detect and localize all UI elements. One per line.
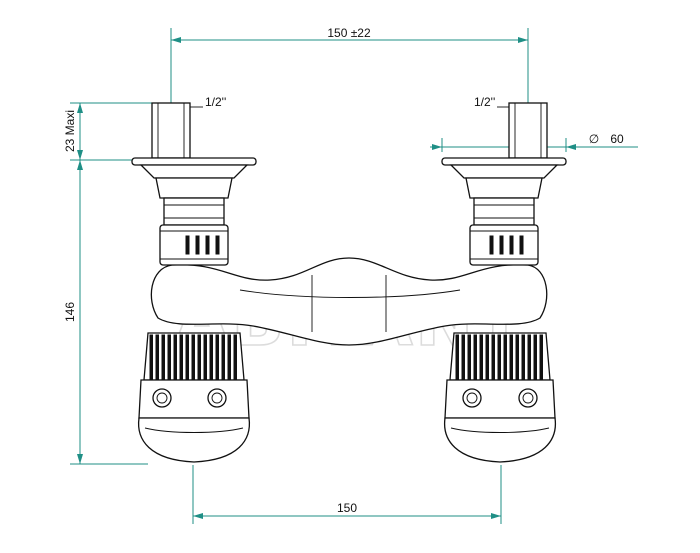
left-assembly bbox=[131, 102, 257, 463]
thread-left-text: 1/2'' bbox=[205, 95, 226, 109]
right-assembly bbox=[441, 102, 567, 463]
bridge-body bbox=[150, 257, 548, 346]
dim-thread-label: 23 Maxi bbox=[63, 110, 77, 152]
right-knob-band bbox=[444, 379, 556, 419]
right-flange bbox=[441, 157, 567, 166]
thread-label-right: 1/2'' bbox=[474, 95, 510, 109]
left-knob-cap bbox=[137, 417, 251, 463]
dim-bottom-label: 150 bbox=[337, 501, 357, 515]
thread-label-left: 1/2'' bbox=[190, 95, 226, 109]
dimension-height: 23 Maxi 146 bbox=[63, 102, 152, 465]
dim-flange-label: 60 bbox=[610, 132, 624, 146]
left-knob-ribs bbox=[149, 334, 237, 380]
dimension-top: 150 ±22 bbox=[170, 26, 529, 106]
right-nut bbox=[469, 224, 539, 266]
dim-top-label: 150 ±22 bbox=[327, 26, 371, 40]
right-knob-cap bbox=[443, 417, 557, 463]
left-nut bbox=[159, 224, 229, 266]
thread-right-text: 1/2'' bbox=[474, 95, 495, 109]
dim-height-label: 146 bbox=[63, 302, 77, 322]
dimension-bottom: 150 bbox=[192, 465, 502, 524]
right-knob-ribs bbox=[455, 334, 543, 380]
left-flange bbox=[131, 157, 257, 166]
diameter-symbol: ∅ bbox=[589, 132, 599, 146]
